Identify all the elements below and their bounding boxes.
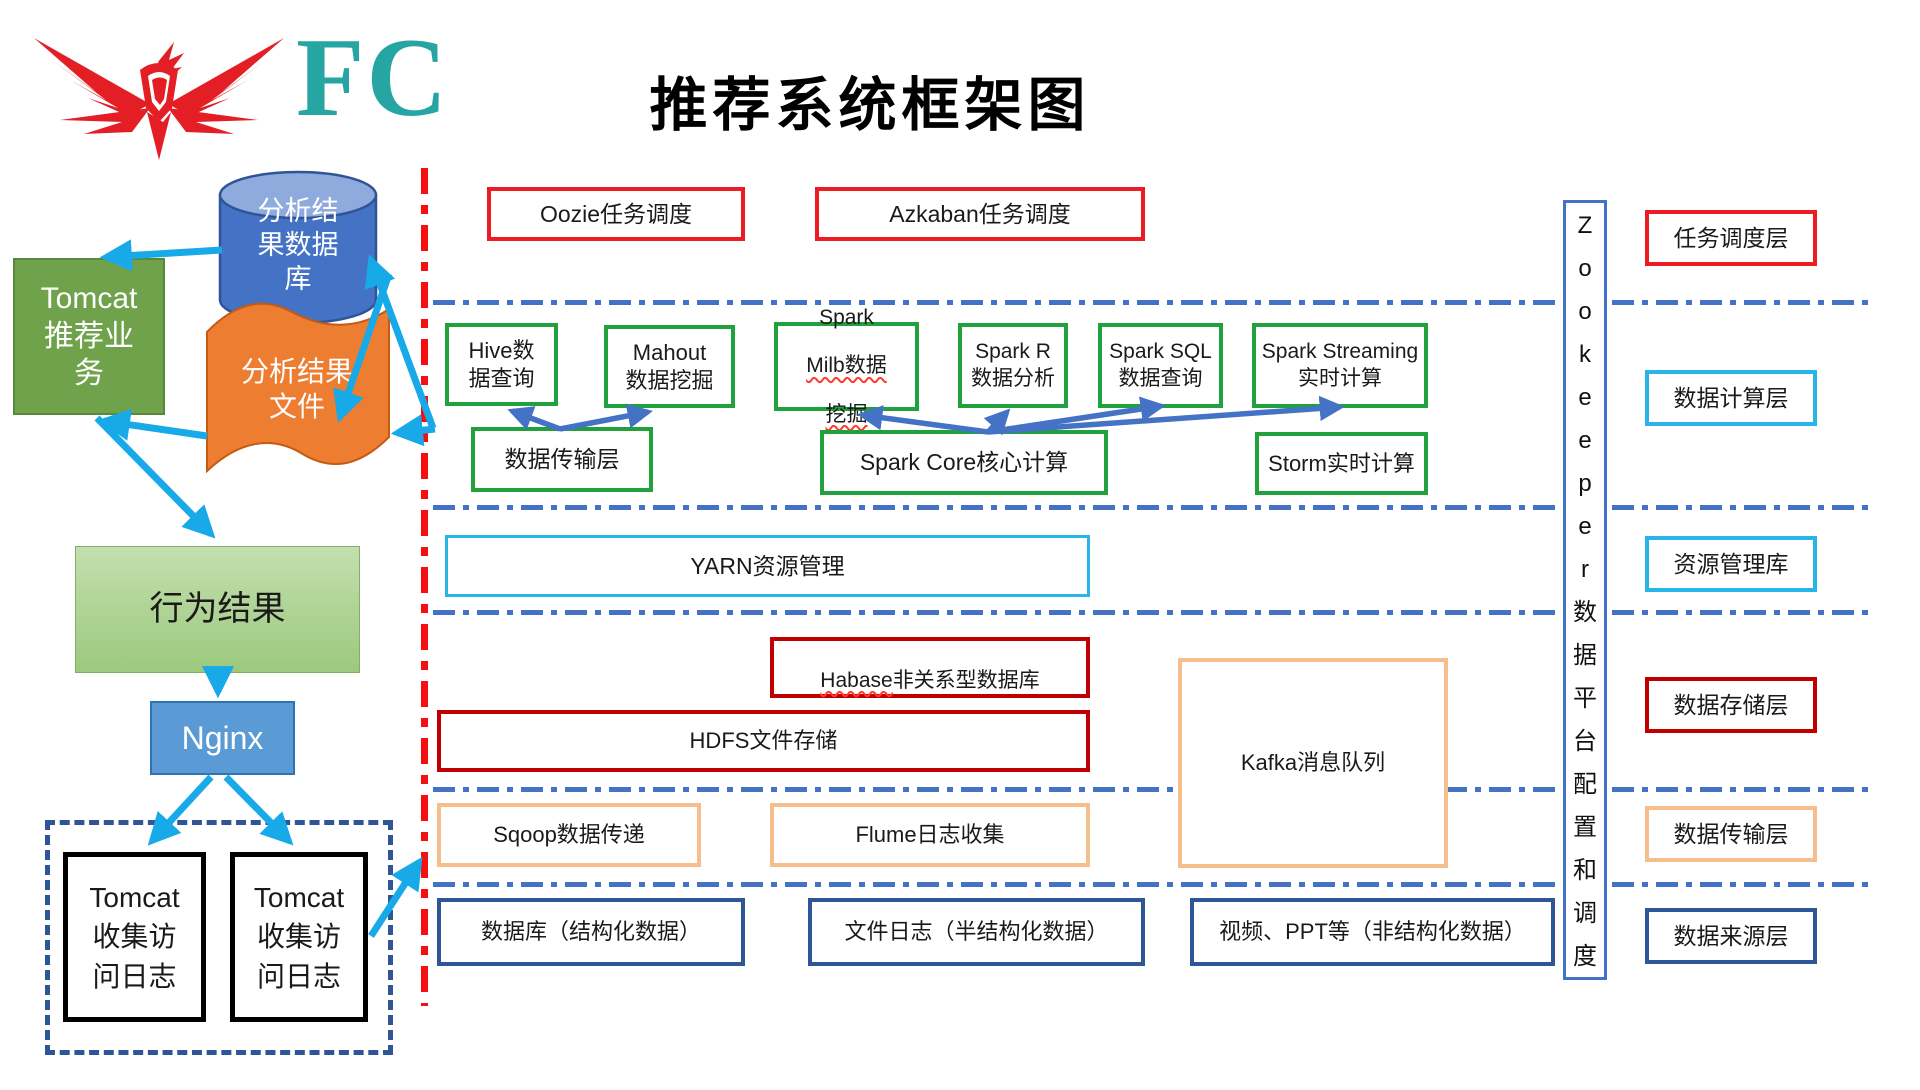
flume-node: Flume日志收集 <box>770 803 1090 867</box>
spark-mlib-line1: Spark <box>819 306 874 330</box>
spark-core-node: Spark Core核心计算 <box>820 430 1108 495</box>
hbase-rest: 非关系型数据库 <box>892 668 1040 692</box>
spark-sql-node: Spark SQL 数据查询 <box>1098 323 1223 408</box>
hbase-word: Habase <box>820 668 893 692</box>
label-scheduling-layer: 任务调度层 <box>1645 210 1817 266</box>
spark-streaming-node: Spark Streaming 实时计算 <box>1252 323 1428 408</box>
nginx-node: Nginx <box>150 701 295 775</box>
kafka-node: Kafka消息队列 <box>1178 658 1448 868</box>
tomcat-log-node-1: Tomcat 收集访 问日志 <box>63 852 206 1022</box>
azkaban-node: Azkaban任务调度 <box>815 187 1145 241</box>
label-resource-layer: 资源管理库 <box>1645 536 1817 592</box>
spark-mlib-line3: 挖掘 <box>825 402 868 426</box>
spark-mlib-node: Spark Milb数据 挖掘 <box>774 306 919 426</box>
label-storage-layer: 数据存储层 <box>1645 677 1817 733</box>
arrow-right-to-file <box>390 414 436 447</box>
separator-computing-left <box>433 505 1556 510</box>
red-dashed-divider <box>421 168 428 1006</box>
oozie-node: Oozie任务调度 <box>487 187 745 241</box>
source-database-node: 数据库（结构化数据） <box>437 898 745 966</box>
tomcat-log-node-2: Tomcat 收集访 问日志 <box>230 852 368 1022</box>
mahout-node: Mahout 数据挖掘 <box>604 325 735 408</box>
separator-resource-left <box>433 610 1556 615</box>
arrow-core-to-streaming <box>987 395 1345 435</box>
separator-scheduling-left <box>433 300 1556 305</box>
yarn-node: YARN资源管理 <box>445 535 1090 597</box>
separator-transfer-left <box>433 882 1556 887</box>
source-video-node: 视频、PPT等（非结构化数据） <box>1190 898 1555 966</box>
label-source-layer: 数据来源层 <box>1645 908 1817 964</box>
label-computing-layer: 数据计算层 <box>1645 370 1817 426</box>
separator-scheduling-right <box>1612 300 1870 305</box>
page-title: 推荐系统框架图 <box>649 73 1091 138</box>
spark-r-node: Spark R 数据分析 <box>958 323 1068 408</box>
analysis-file-label: 分析结果 文件 <box>240 355 353 422</box>
spark-mlib-line2: Milb数据 <box>806 354 887 378</box>
hive-node: Hive数 据查询 <box>445 323 558 406</box>
hdfs-node: HDFS文件存储 <box>437 710 1090 772</box>
fc-logo-text: FC <box>296 16 450 140</box>
arrow-core-to-spark-r <box>983 408 1011 436</box>
separator-storage-right <box>1612 787 1870 792</box>
sqoop-node: Sqoop数据传递 <box>437 803 701 867</box>
separator-resource-right <box>1612 610 1870 615</box>
label-transfer-layer: 数据传输层 <box>1645 806 1817 862</box>
tomcat-service-node: Tomcat 推荐业 务 <box>13 258 165 415</box>
separator-computing-right <box>1612 505 1870 510</box>
behavior-result-node: 行为结果 <box>75 546 360 673</box>
hbase-node: Habase非关系型数据库 <box>770 637 1090 698</box>
arrow-core-to-spark-sql <box>987 396 1166 435</box>
data-transfer-green-node: 数据传输层 <box>471 427 653 492</box>
arrow-file-to-tomcat <box>97 408 208 441</box>
eagle-logo-icon <box>34 38 284 160</box>
analysis-db-label: 分析结 果数据 库 <box>257 196 339 294</box>
source-filelog-node: 文件日志（半结构化数据） <box>808 898 1145 966</box>
separator-storage-left <box>433 787 1556 792</box>
arrow-db-to-tomcat <box>99 239 223 272</box>
arrow-tomcat-to-behavior <box>94 415 216 539</box>
storm-node: Storm实时计算 <box>1255 432 1428 495</box>
separator-transfer-right <box>1612 882 1870 887</box>
zookeeper-bar: Z o o k e e p e r 数 据 平 台 配 置 和 调 度 <box>1563 200 1607 980</box>
